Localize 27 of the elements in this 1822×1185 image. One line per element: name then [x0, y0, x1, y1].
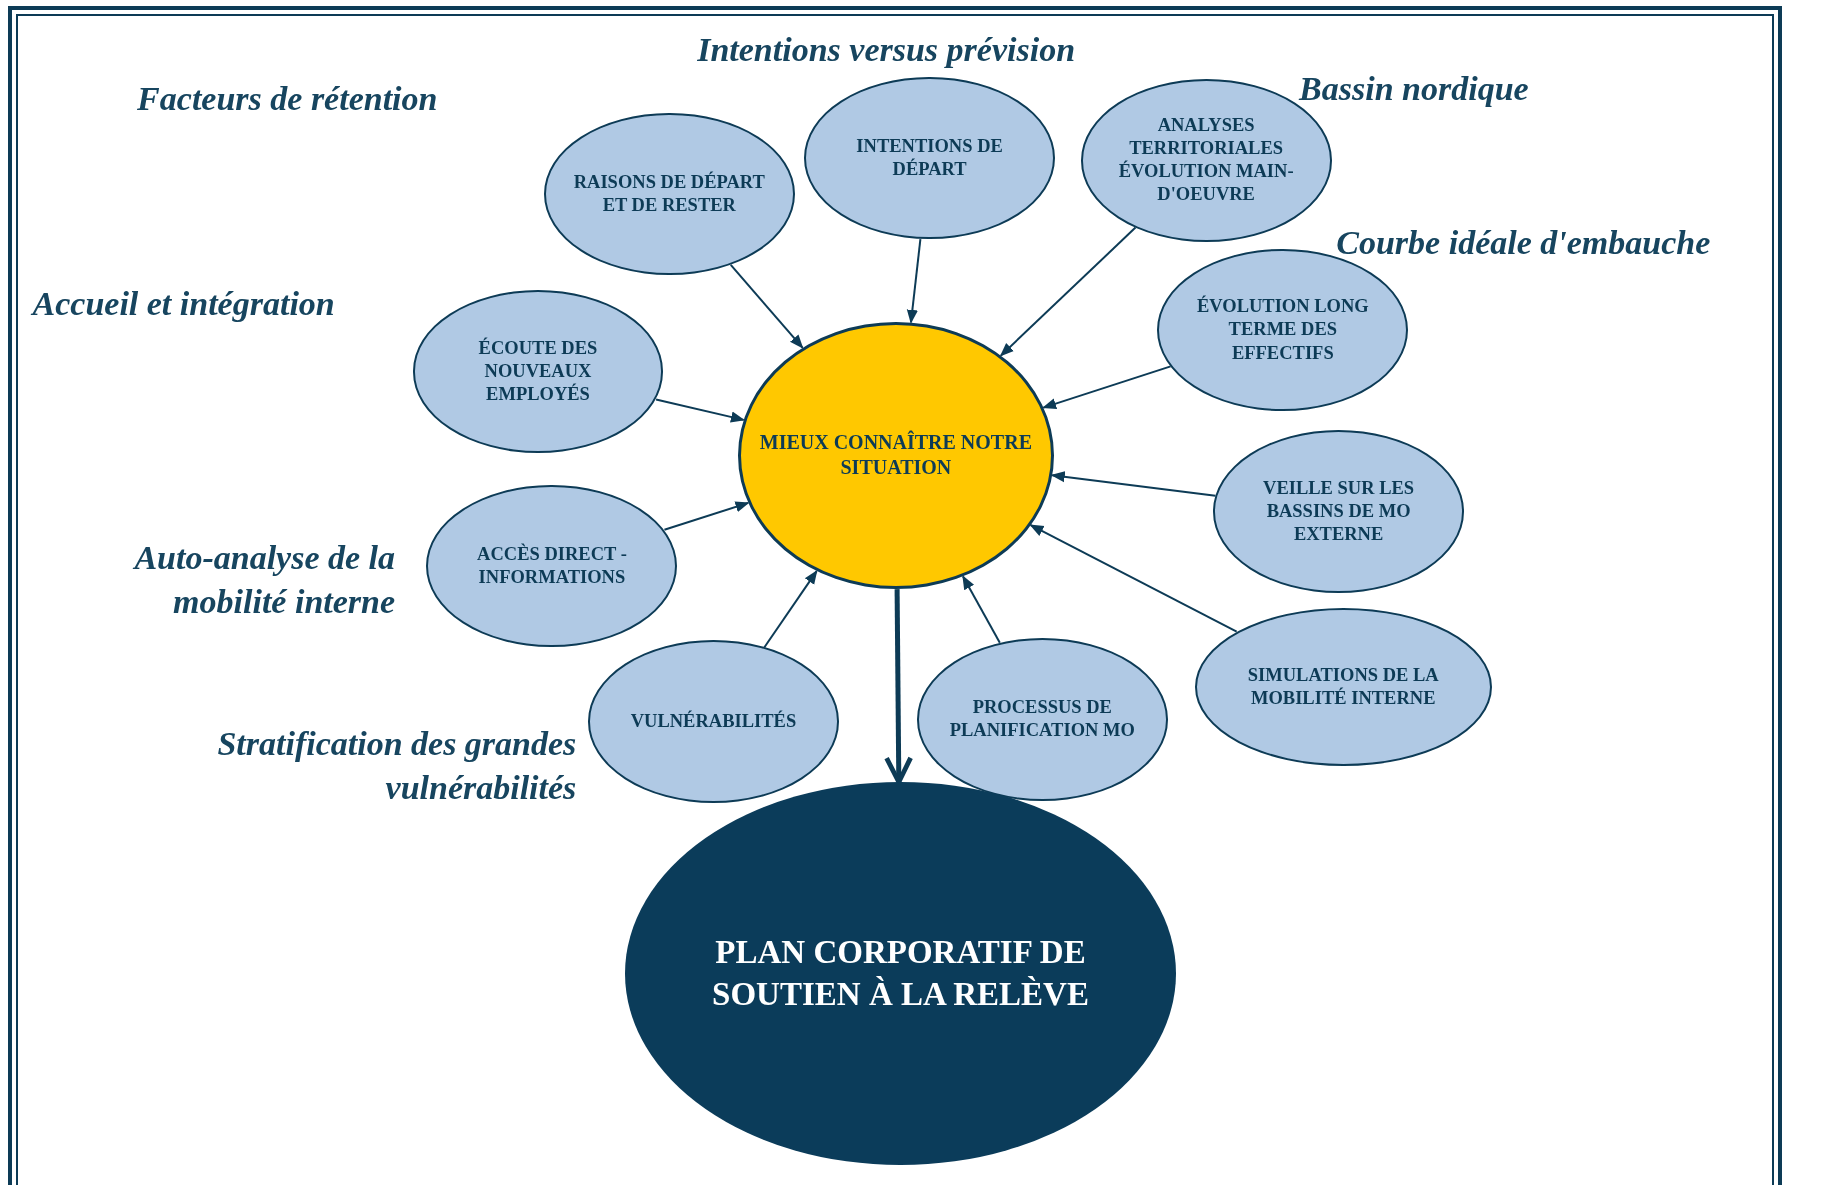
node-label: VEILLE SUR LES BASSINS DE MO EXTERNE	[1262, 476, 1416, 546]
node-label: PROCESSUS DE PLANIFICATION MO	[948, 696, 1136, 743]
topic-heading: Intentions versus prévision	[697, 29, 1077, 70]
node-label: RAISONS DE DÉPART ET DE RESTER	[572, 170, 766, 218]
node-label: INTENTIONS DE DÉPART	[855, 134, 1004, 181]
node-label: ÉVOLUTION LONG TERME DES EFFECTIFS	[1195, 295, 1370, 365]
arrow	[884, 589, 913, 785]
topic-heading: Bassin nordique	[1299, 69, 1530, 110]
node-label: VULNÉRABILITÉS	[630, 710, 797, 733]
node-label: ANALYSES TERRITORIALES ÉVOLUTION MAIN-D'OEUVRE	[1117, 114, 1295, 207]
topic-heading: Auto-analyse de la mobilité interne	[131, 537, 396, 622]
node-label: ACCÈS DIRECT - INFORMATIONS	[476, 542, 628, 589]
arrow	[962, 575, 1001, 644]
arrow	[906, 238, 922, 324]
node-label: PLAN CORPORATIF DE SOUTIEN À LA RELÈVE	[711, 933, 1090, 1014]
arrow	[1050, 471, 1217, 497]
topic-heading: Courbe idéale d'embauche	[1336, 222, 1712, 263]
arrow	[763, 569, 818, 649]
topic-heading: Facteurs de rétention	[137, 78, 439, 119]
arrow	[999, 226, 1137, 357]
node-label: ÉCOUTE DES NOUVEAUX EMPLOYÉS	[477, 337, 599, 407]
topic-heading: Accueil et intégration	[32, 284, 336, 325]
arrow	[1042, 365, 1172, 410]
topic-heading: Stratification des grandes vulnérabilités	[216, 723, 577, 808]
node-label: SIMULATIONS DE LA MOBILITÉ INTERNE	[1246, 663, 1440, 710]
arrow	[729, 263, 804, 349]
node-label: MIEUX CONNAÎTRE NOTRE SITUATION	[758, 430, 1033, 481]
